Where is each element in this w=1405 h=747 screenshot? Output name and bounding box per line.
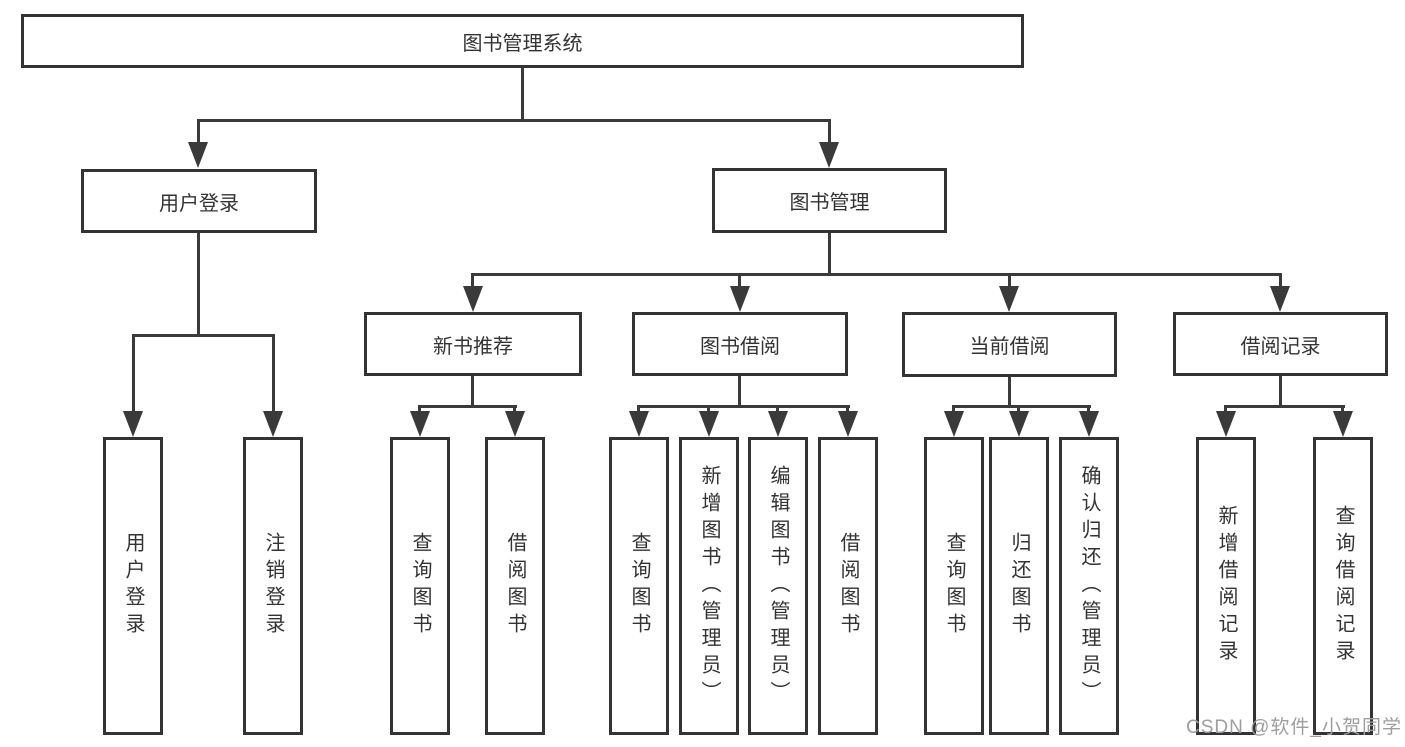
node-new-books-label: 新书推荐 (433, 335, 513, 358)
leaf-borrow-books: 借阅图书 (818, 437, 878, 735)
arrow-down-icon (999, 286, 1019, 312)
leaf-borrow-books-recommend-label: 借阅图书 (504, 532, 526, 640)
arrow-down-icon (463, 286, 483, 312)
leaf-query-borrow-record: 查询借阅记录 (1313, 437, 1373, 735)
arrow-down-icon (1009, 411, 1029, 437)
arrow-down-icon (1333, 411, 1353, 437)
leaf-confirm-return-admin: 确认归还（管理员） (1059, 437, 1119, 735)
arrow-down-icon (944, 411, 964, 437)
leaf-edit-book-admin-label: 编辑图书（管理员） (767, 464, 789, 708)
leaf-query-books-recommend-label: 查询图书 (409, 532, 431, 640)
arrow-down-icon (1079, 411, 1099, 437)
leaf-borrow-books-recommend: 借阅图书 (485, 437, 545, 735)
leaf-return-book: 归还图书 (989, 437, 1049, 735)
leaf-query-books-current-label: 查询图书 (943, 532, 965, 640)
leaf-add-book-admin: 新增图书（管理员） (679, 437, 739, 735)
connector-bus-level3 (471, 273, 1282, 276)
leaf-add-book-admin-label: 新增图书（管理员） (698, 464, 720, 708)
leaf-query-books-borrow-label: 查询图书 (628, 532, 650, 640)
leaf-query-books-recommend: 查询图书 (390, 437, 450, 735)
connector-to-current-borrow (1008, 273, 1011, 291)
leaf-user-login-label: 用户登录 (122, 532, 144, 640)
connector-to-new-books (471, 273, 474, 291)
connector-user-login-down (197, 231, 200, 337)
arrow-down-icon (188, 142, 208, 168)
leaf-query-books-current: 查询图书 (924, 437, 984, 735)
arrow-down-icon (123, 411, 143, 437)
connector-borrow-records-down (1279, 375, 1282, 408)
arrow-down-icon (410, 411, 430, 437)
node-root: 图书管理系统 (21, 14, 1024, 68)
arrow-down-icon (505, 411, 525, 437)
leaf-query-books-borrow: 查询图书 (609, 437, 669, 735)
arrow-down-icon (1216, 411, 1236, 437)
arrow-down-icon (1270, 286, 1290, 312)
arrow-down-icon (819, 142, 839, 168)
connector-to-leaf-login (132, 334, 135, 416)
node-borrow-records-label: 借阅记录 (1240, 335, 1321, 358)
csdn-watermark: CSDN @软件_小贺同学 (1186, 717, 1402, 738)
connector-book-borrow-down (738, 375, 741, 408)
connector-to-book-mgmt (828, 119, 831, 146)
connector-bus-user-login (132, 334, 275, 337)
node-borrow-records: 借阅记录 (1173, 312, 1388, 376)
leaf-return-book-label: 归还图书 (1008, 532, 1030, 640)
connector-to-user-login (197, 119, 200, 147)
leaf-logout-label: 注销登录 (262, 532, 284, 640)
node-book-mgmt: 图书管理 (712, 168, 947, 233)
node-root-label: 图书管理系统 (462, 32, 583, 55)
arrow-down-icon (699, 411, 719, 437)
arrow-down-icon (263, 411, 283, 437)
node-book-borrow-label: 图书借阅 (700, 335, 780, 358)
connector-to-borrow-records (1279, 273, 1282, 291)
arrow-down-icon (838, 411, 858, 437)
connector-bus-borrow-records (1224, 405, 1345, 408)
node-user-login: 用户登录 (81, 169, 317, 233)
arrow-down-icon (768, 411, 788, 437)
connector-current-borrow-down (1008, 375, 1011, 408)
leaf-add-borrow-record: 新增借阅记录 (1196, 437, 1256, 735)
leaf-user-login: 用户登录 (103, 437, 163, 735)
node-user-login-label: 用户登录 (159, 192, 239, 215)
leaf-confirm-return-admin-label: 确认归还（管理员） (1078, 464, 1100, 708)
connector-book-mgmt-down (828, 231, 831, 276)
connector-root-down (521, 66, 524, 122)
node-book-mgmt-label: 图书管理 (789, 192, 870, 214)
node-book-borrow: 图书借阅 (632, 312, 848, 376)
node-current-borrow: 当前借阅 (902, 312, 1117, 377)
connector-to-leaf-logout (272, 334, 275, 416)
arrow-down-icon (629, 411, 649, 437)
connector-to-book-borrow (738, 273, 741, 291)
node-current-borrow-label: 当前借阅 (969, 336, 1050, 358)
connector-bus-current-borrow (952, 405, 1091, 408)
leaf-query-borrow-record-label: 查询借阅记录 (1332, 505, 1354, 667)
connector-bus-level2 (197, 119, 831, 122)
connector-new-books-down (471, 375, 474, 408)
leaf-borrow-books-label: 借阅图书 (837, 532, 859, 640)
leaf-edit-book-admin: 编辑图书（管理员） (748, 437, 808, 735)
connector-bus-new-books (418, 405, 517, 408)
connector-bus-book-borrow (637, 405, 850, 408)
node-new-books: 新书推荐 (364, 312, 582, 376)
leaf-logout: 注销登录 (243, 437, 303, 735)
arrow-down-icon (730, 286, 750, 312)
leaf-add-borrow-record-label: 新增借阅记录 (1215, 505, 1237, 667)
